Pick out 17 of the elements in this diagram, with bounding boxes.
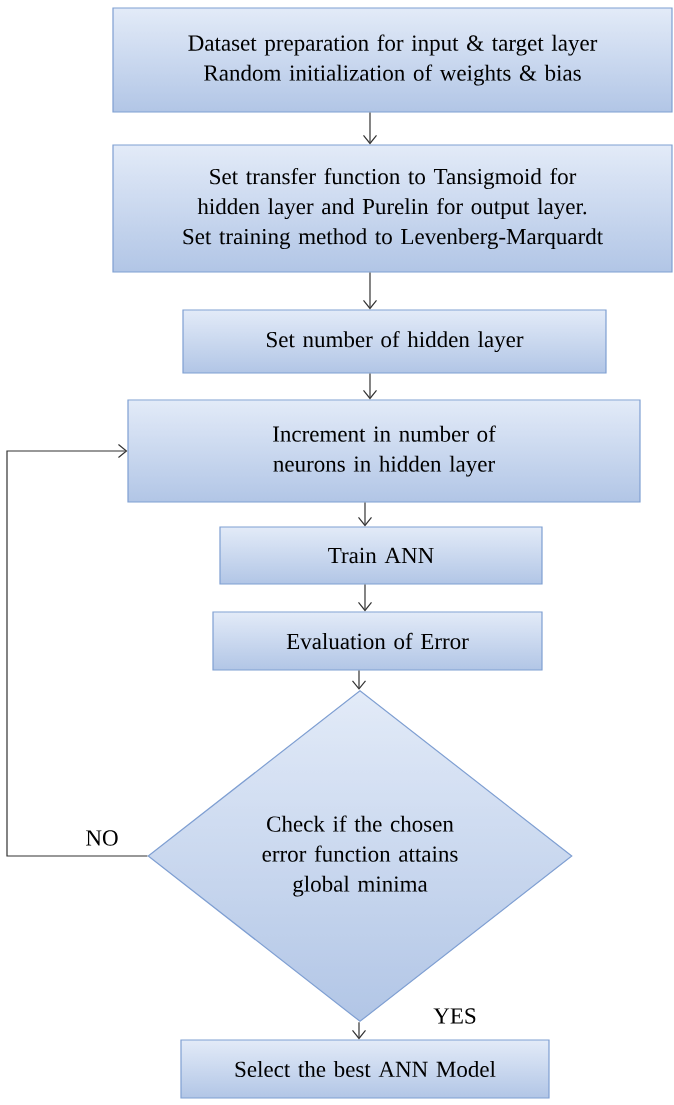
process-box: Select the best ANN Model [180,1039,550,1099]
arrow [351,670,367,690]
process-box: Dataset preparation for input & target layer Random initialization of weights & bias [112,7,673,113]
process-box: Evaluation of Error [212,611,543,671]
arrow [362,272,378,310]
edge-label: NO [83,828,121,848]
arrow [357,584,373,612]
arrow [362,373,378,400]
arrow [351,1021,367,1040]
arrow [357,502,373,527]
process-box: Set transfer function to Tansigmoid for hidden layer and Purelin for output layer. Set training method to Levenberg-Marquardt [112,144,673,273]
process-box: Set number of hidden layer [182,309,607,374]
edge-label: YES [431,1006,479,1026]
process-box: Train ANN [219,526,543,585]
arrow [6,443,148,857]
process-box: Increment in number of neurons in hidden layer [127,399,641,503]
arrow [362,112,378,145]
